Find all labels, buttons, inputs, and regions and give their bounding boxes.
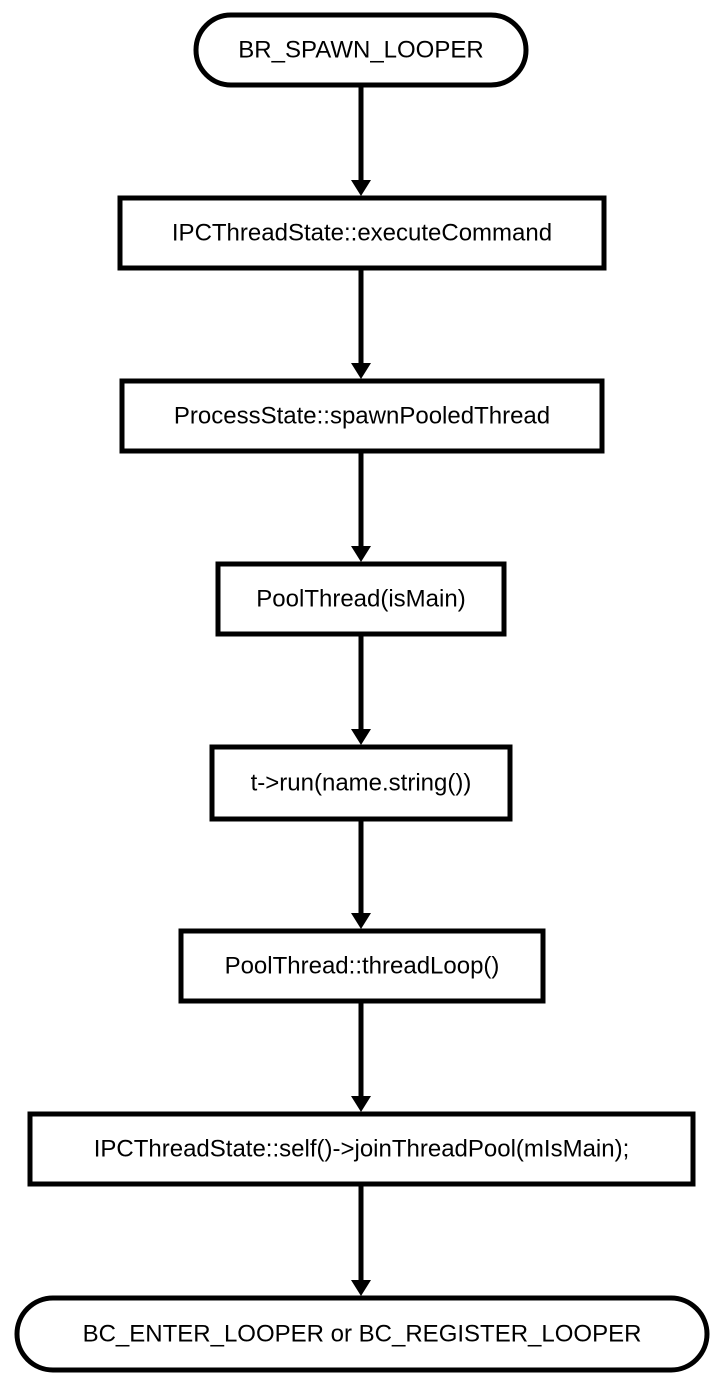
node-t-run: t->run(name.string()) [209, 744, 513, 822]
node-t-run-label: t->run(name.string()) [251, 770, 472, 797]
node-thread-loop: PoolThread::threadLoop() [178, 928, 546, 1004]
node-pool-thread-ctor-label: PoolThread(isMain) [256, 586, 465, 613]
node-t-run-shape [209, 744, 513, 822]
edge-t-run-to-thread-loop [351, 821, 371, 929]
edge-execute-command-to-spawn-pooled-thread [351, 270, 371, 379]
node-thread-loop-shape [178, 928, 546, 1004]
node-thread-loop-label: PoolThread::threadLoop() [225, 953, 500, 980]
edge-spawn-pooled-thread-to-pool-thread-ctor [351, 453, 371, 562]
node-join-thread-pool-label: IPCThreadState::self()->joinThreadPool(m… [94, 1136, 630, 1163]
edge-pool-thread-ctor-to-t-run [351, 636, 371, 745]
node-join-thread-pool-shape [27, 1111, 696, 1187]
node-enter-or-register-looper-label: BC_ENTER_LOOPER or BC_REGISTER_LOOPER [83, 1321, 642, 1348]
arrow-head-icon [351, 913, 371, 929]
node-join-thread-pool: IPCThreadState::self()->joinThreadPool(m… [27, 1111, 696, 1187]
node-br-spawn-looper-shape [193, 12, 529, 88]
arrow-head-icon [351, 1280, 371, 1296]
edge-join-thread-pool-to-enter-or-register-looper [351, 1186, 371, 1296]
node-enter-or-register-looper-shape [14, 1295, 710, 1373]
node-br-spawn-looper: BR_SPAWN_LOOPER [193, 12, 529, 88]
node-spawn-pooled-thread: ProcessState::spawnPooledThread [119, 378, 605, 454]
node-pool-thread-ctor-shape [215, 561, 507, 637]
node-br-spawn-looper-label: BR_SPAWN_LOOPER [238, 37, 483, 64]
arrow-head-icon [351, 1096, 371, 1112]
node-execute-command-shape [117, 195, 607, 271]
node-spawn-pooled-thread-shape [119, 378, 605, 454]
edge-thread-loop-to-join-thread-pool [351, 1003, 371, 1112]
arrow-head-icon [351, 180, 371, 196]
nodes-layer: BR_SPAWN_LOOPERIPCThreadState::executeCo… [14, 12, 710, 1373]
node-spawn-pooled-thread-label: ProcessState::spawnPooledThread [174, 403, 550, 430]
node-pool-thread-ctor: PoolThread(isMain) [215, 561, 507, 637]
arrow-head-icon [351, 363, 371, 379]
arrow-head-icon [351, 546, 371, 562]
node-execute-command-label: IPCThreadState::executeCommand [172, 220, 552, 247]
node-execute-command: IPCThreadState::executeCommand [117, 195, 607, 271]
edge-br-spawn-looper-to-execute-command [351, 87, 371, 196]
node-enter-or-register-looper: BC_ENTER_LOOPER or BC_REGISTER_LOOPER [14, 1295, 710, 1373]
edges-layer [351, 87, 371, 1296]
arrow-head-icon [351, 729, 371, 745]
